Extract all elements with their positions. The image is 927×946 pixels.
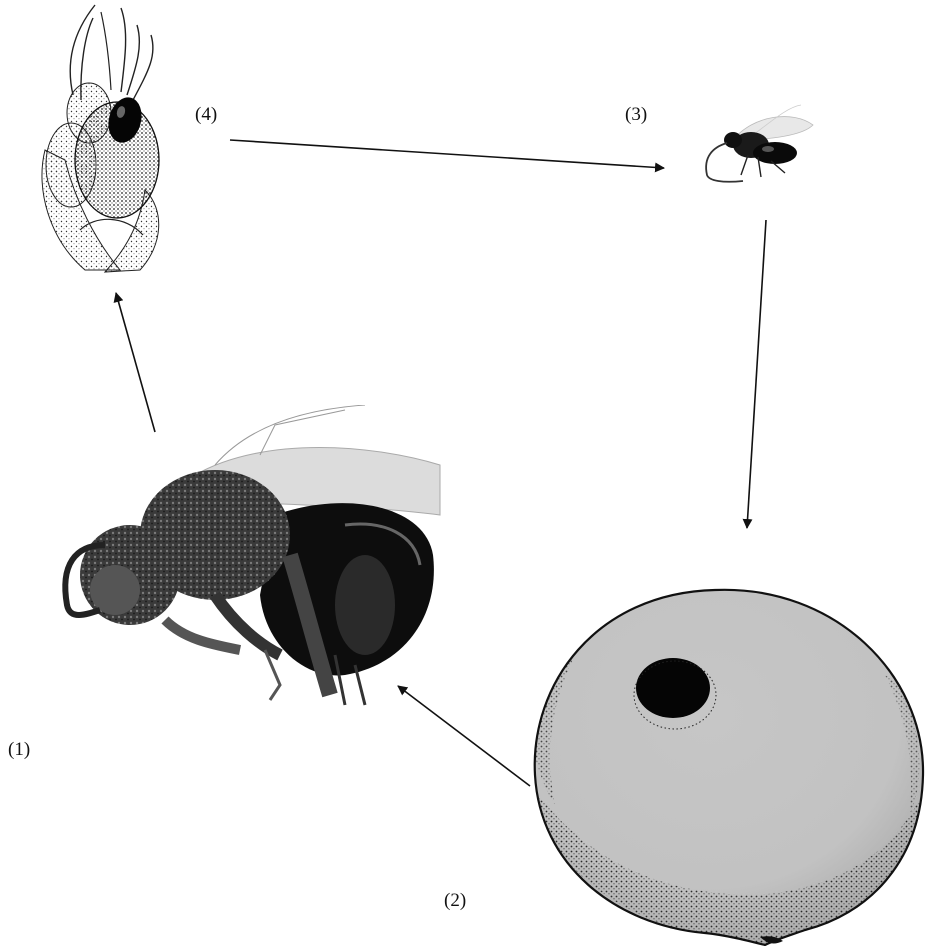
- seed-with-exit-hole: [505, 545, 927, 946]
- small-wasp-image: [693, 95, 818, 190]
- stage-label-4: (4): [195, 105, 217, 124]
- arrow-4-to-3: [230, 140, 664, 168]
- large-wasp-image: [45, 405, 445, 735]
- stage-label-3: (3): [625, 105, 647, 124]
- arrow-3-to-2: [747, 220, 766, 528]
- stage-label-1: (1): [8, 740, 30, 759]
- fig-flower-illustration: [25, 0, 170, 275]
- stage-label-2: (2): [444, 891, 466, 910]
